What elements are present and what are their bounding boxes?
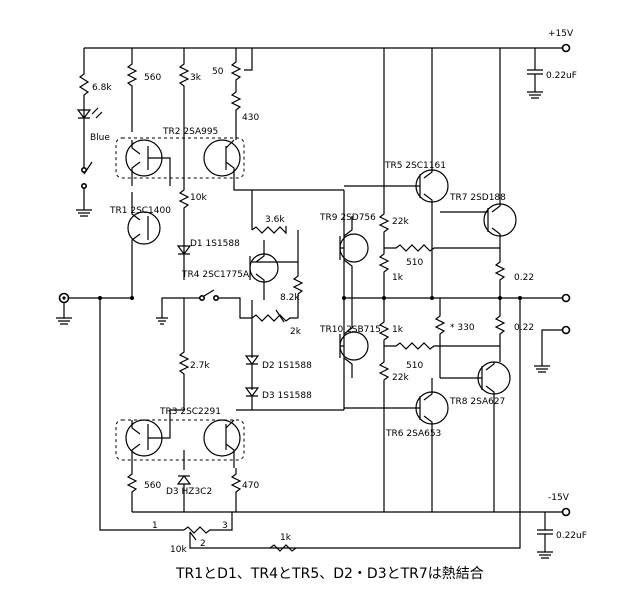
thermal-coupling-caption: TR1とD1、TR4とTR5、D2・D3とTR7は熱結合 <box>175 566 484 582</box>
d3-label: D3 1S1588 <box>262 391 312 401</box>
tr7-transistor <box>483 203 517 237</box>
r-6k8-label: 6.8k <box>92 83 112 93</box>
r-22k-top-label: 22k <box>392 217 409 227</box>
r-2k7-label: 2.7k <box>190 361 210 371</box>
tr6-transistor <box>415 391 449 425</box>
ground-terminal <box>561 325 571 335</box>
r-560-top-label: 560 <box>144 73 161 83</box>
r-510-bot-label: 510 <box>406 361 423 371</box>
tr7-label: TR7 2SD188 <box>449 193 506 203</box>
r-510-top-label: 510 <box>406 258 423 268</box>
tr1-label: TR1 2SC1400 <box>109 206 171 216</box>
r-430-label: 430 <box>242 113 259 123</box>
r-3k-label: 3k <box>190 73 202 83</box>
minus-rail: -15V <box>132 493 571 517</box>
tr8-transistor <box>477 361 511 395</box>
c-bot-label: 0.22uF <box>556 531 587 541</box>
tr4-transistor <box>249 253 279 283</box>
d1-label: D1 1S1588 <box>190 239 240 249</box>
minus-rail-terminal <box>561 507 571 517</box>
r-22k-bot-label: 22k <box>392 373 409 383</box>
r-8k2-label: 8.2k <box>280 293 300 303</box>
r-10k-top-label: 10k <box>190 193 207 203</box>
d2-label: D2 1S1588 <box>262 361 312 371</box>
led-label: Blue <box>90 133 110 143</box>
tr5-label: TR5 2SC1161 <box>384 161 446 171</box>
offset-pot: 1 3 2 10k 1k <box>152 512 297 555</box>
plus-rail-terminal <box>561 43 571 53</box>
r-2k-label: 2k <box>290 327 302 337</box>
r-1k-fb-label: 1k <box>280 533 292 543</box>
r-1k-bot-label: 1k <box>392 325 404 335</box>
pot-pin1-label: 1 <box>152 521 158 531</box>
rail-capacitor-bottom: 0.22uF <box>537 512 587 559</box>
output-terminal <box>561 293 571 303</box>
tr4-label: TR4 2SC1775A <box>181 270 250 280</box>
plus-rail-label: +15V <box>548 29 574 39</box>
pot-10k-label: 10k <box>170 545 187 555</box>
minus-rail-label: -15V <box>548 493 570 503</box>
r-50-label: 50 <box>212 67 224 77</box>
upper-input-stage: 560 3k 50 430 TR2 2SA995 TR1 2SC1400 10k… <box>109 48 259 300</box>
r-330-label: * 330 <box>450 323 475 333</box>
r-3k6-label: 3.6k <box>265 215 285 225</box>
input-terminal <box>56 292 184 531</box>
tr1-transistor <box>127 211 161 245</box>
output-stage: 22k 1k TR9 2SD756 510 TR5 2SC1161 TR7 2S… <box>270 48 571 549</box>
tr8-label: TR8 2SA627 <box>449 397 505 407</box>
led-branch: 6.8k Blue <box>76 48 112 217</box>
r-1k-top-label: 1k <box>392 273 404 283</box>
tr10-label: TR10 2SB715 <box>319 325 381 335</box>
c-top-label: 0.22uF <box>546 71 577 81</box>
r-470-label: 470 <box>242 481 259 491</box>
r-022-bot-label: 0.22 <box>514 323 534 333</box>
tr5-transistor <box>415 169 449 203</box>
tr3-label: TR3 2SC2291 <box>159 407 221 417</box>
rail-capacitor-top: 0.22uF <box>527 48 577 99</box>
lower-input-stage: 2.7k TR3 2SC2291 560 D3 HZ3C2 470 <box>115 298 344 512</box>
pot-pin2-label: 2 <box>200 539 206 549</box>
tr9-label: TR9 2SD756 <box>319 213 376 223</box>
tr6-label: TR6 2SA653 <box>385 429 441 439</box>
r-560-bot-label: 560 <box>144 481 161 491</box>
tr2-right-transistor <box>203 139 241 177</box>
bias-network: 3.6k 8.2k TR4 2SC1775A 2k D2 1S1588 D3 1… <box>156 189 344 410</box>
r-022-top-label: 0.22 <box>514 273 534 283</box>
tr2-label: TR2 2SA995 <box>162 127 218 137</box>
d3z-label: D3 HZ3C2 <box>166 487 212 497</box>
tr3-right-transistor <box>203 419 241 457</box>
plus-rail: +15V <box>84 29 574 53</box>
pot-pin3-label: 3 <box>222 521 228 531</box>
